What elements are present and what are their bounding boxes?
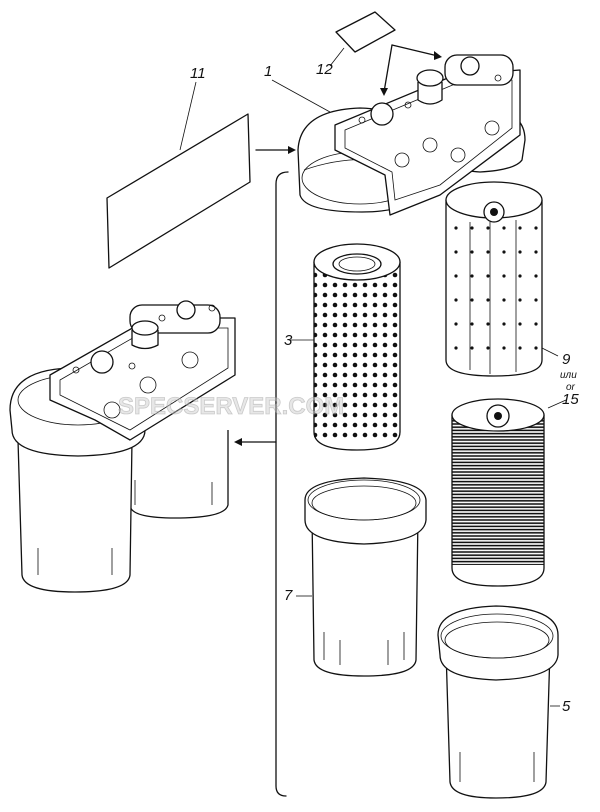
label-plate-11 — [106, 113, 251, 269]
label-15: 15 — [562, 391, 579, 408]
filter-head-1 — [297, 54, 526, 216]
filter-bowl-5 — [437, 605, 559, 799]
label-1: 1 — [264, 63, 272, 80]
assembly-bracket — [234, 146, 296, 797]
assembled-filter — [9, 300, 236, 593]
label-or: or — [566, 382, 576, 393]
label-9: 9 — [562, 351, 571, 368]
label-3: 3 — [284, 332, 293, 349]
filter-element-15 — [451, 398, 545, 587]
label-ili: или — [560, 370, 577, 381]
filter-bowl-7 — [304, 477, 427, 677]
watermark: SPECSERVER.COM — [118, 393, 344, 420]
leader-lines — [179, 47, 567, 707]
filter-element-3 — [313, 243, 401, 451]
label-7: 7 — [284, 587, 293, 604]
label-plate-12 — [335, 11, 442, 96]
label-11: 11 — [190, 65, 206, 82]
filter-element-9 — [445, 181, 543, 377]
label-5: 5 — [562, 698, 571, 715]
label-12: 12 — [316, 61, 333, 78]
